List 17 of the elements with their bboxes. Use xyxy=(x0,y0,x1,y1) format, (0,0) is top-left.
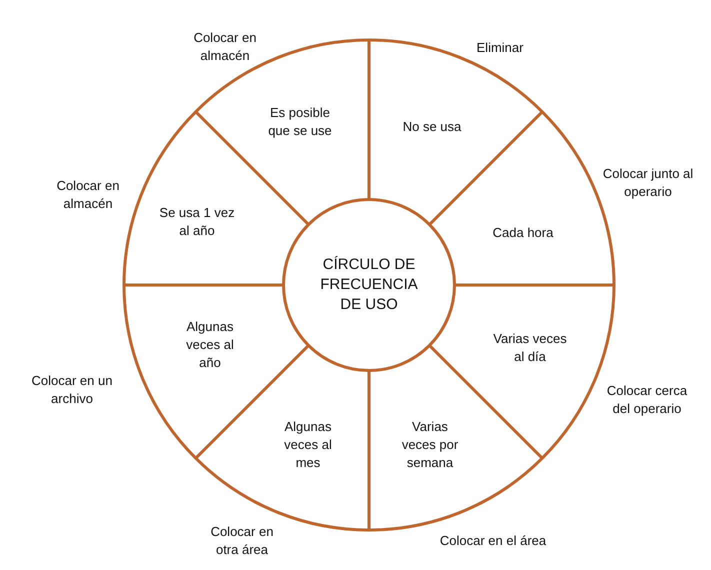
action-label: Colocar en el área xyxy=(438,532,548,550)
segment-label: Se usa 1 vez al año xyxy=(154,204,240,240)
action-label: Colocar en almacén xyxy=(192,29,258,65)
segment-label: Varias veces al día xyxy=(492,330,568,366)
segment-label: Algunas veces al mes xyxy=(277,418,339,472)
segment-label: Algunas veces al año xyxy=(179,318,241,372)
action-label: Colocar en almacén xyxy=(56,177,120,213)
segment-label: Varias veces por semana xyxy=(395,418,465,472)
action-label: Colocar en otra área xyxy=(210,523,274,559)
action-label: Eliminar xyxy=(476,39,524,57)
segment-label: Cada hora xyxy=(473,224,573,242)
segment-label: Es posible que se use xyxy=(261,104,339,140)
circle-title: CÍRCULO DE FRECUENCIA DE USO xyxy=(319,255,419,315)
action-label: Colocar en un archivo xyxy=(30,372,114,408)
action-label: Colocar junto al operario xyxy=(602,165,694,201)
action-label: Colocar cerca del operario xyxy=(606,382,688,418)
segment-label: No se usa xyxy=(377,118,487,136)
